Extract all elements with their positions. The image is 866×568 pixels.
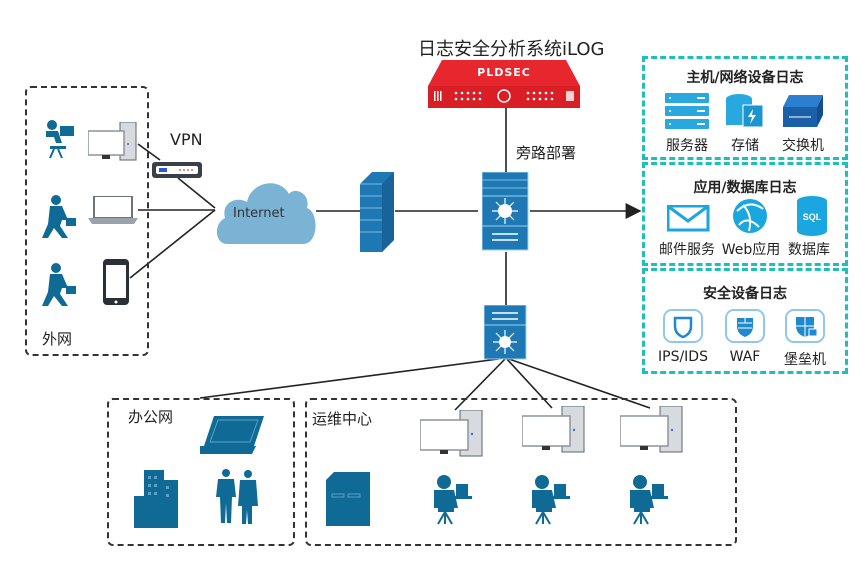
firewall-icon[interactable] [360,172,396,256]
office-laptop-icon[interactable] [200,416,266,460]
bastion-shield-icon [785,309,825,347]
log-group-title: 应用/数据库日志 [693,180,797,196]
office-staff-icon [214,468,262,530]
office-network-label: 办公网 [128,408,174,426]
internet-label: Internet [233,206,285,221]
mobile-worker-icon-2 [36,262,82,312]
log-source-label: 邮件服务 [659,242,715,258]
ops-server-cabinet-icon [326,472,372,532]
line-vpn-internet [177,177,216,209]
log-group-title: 主机/网络设备日志 [686,70,804,86]
ops-center-label: 运维中心 [312,410,373,428]
sql-database-icon: SQL [795,195,829,241]
waf-shield-icon [725,309,765,347]
system-title: 日志安全分析系统iLOG [418,39,605,60]
ops-center-zone [305,398,737,546]
log-source-label: 交换机 [782,138,824,154]
web-globe-icon [731,197,771,241]
external-network-zone [25,86,149,356]
log-source-label: IPS/IDS [658,349,708,365]
log-group-title: 安全设备日志 [703,286,787,302]
line-access-office [199,357,507,399]
switch-icon [781,93,825,133]
log-source-label: 堡垒机 [784,352,826,368]
ops-operator-icon-3 [628,474,670,532]
svg-text:SQL: SQL [803,212,822,222]
ops-pc-icon-2[interactable] [521,405,588,458]
laptop-icon[interactable] [88,195,140,230]
bypass-label: 旁路部署 [516,144,577,162]
smartphone-icon[interactable] [102,258,132,312]
core-security-switch-icon[interactable] [481,171,530,256]
server-icon [665,93,709,133]
internet-cloud[interactable]: Internet [213,172,319,252]
ilog-appliance[interactable]: PLDSEC [426,58,582,110]
line-phone-internet [129,209,216,279]
line-pc-vpn [137,143,161,161]
mail-icon [666,204,711,237]
log-group-app-db: 应用/数据库日志 SQL 邮件服务 Web应用 数据库 [642,162,848,266]
storage-icon [725,93,765,133]
log-source-label: 存储 [731,138,759,154]
remote-worker-desk-icon [40,118,80,164]
ops-pc-icon-1[interactable] [419,409,486,462]
log-source-label: 数据库 [788,242,830,258]
log-source-label: WAF [729,349,761,365]
office-network-zone [107,398,295,546]
office-building-icon [134,468,180,532]
vpn-label: VPN [170,130,203,149]
desktop-pc-icon[interactable] [87,121,140,166]
access-switch-icon[interactable] [483,304,528,365]
shield-icon [663,309,703,347]
appliance-brand: PLDSEC [477,66,531,79]
ops-operator-icon-1 [432,474,474,532]
line-access-ops1 [454,357,507,411]
log-source-label: Web应用 [721,242,781,258]
log-group-security: 安全设备日志 IPS/IDS WAF 堡垒机 [642,268,848,374]
log-source-label: 服务器 [666,138,708,154]
external-network-label: 外网 [42,330,73,348]
vpn-router-icon[interactable] [152,160,204,184]
mobile-worker-icon [36,194,82,244]
log-group-host-network: 主机/网络设备日志 服务器 存储 交换机 [642,56,848,160]
ops-operator-icon-2 [530,474,572,532]
ops-pc-icon-3[interactable] [619,405,686,458]
